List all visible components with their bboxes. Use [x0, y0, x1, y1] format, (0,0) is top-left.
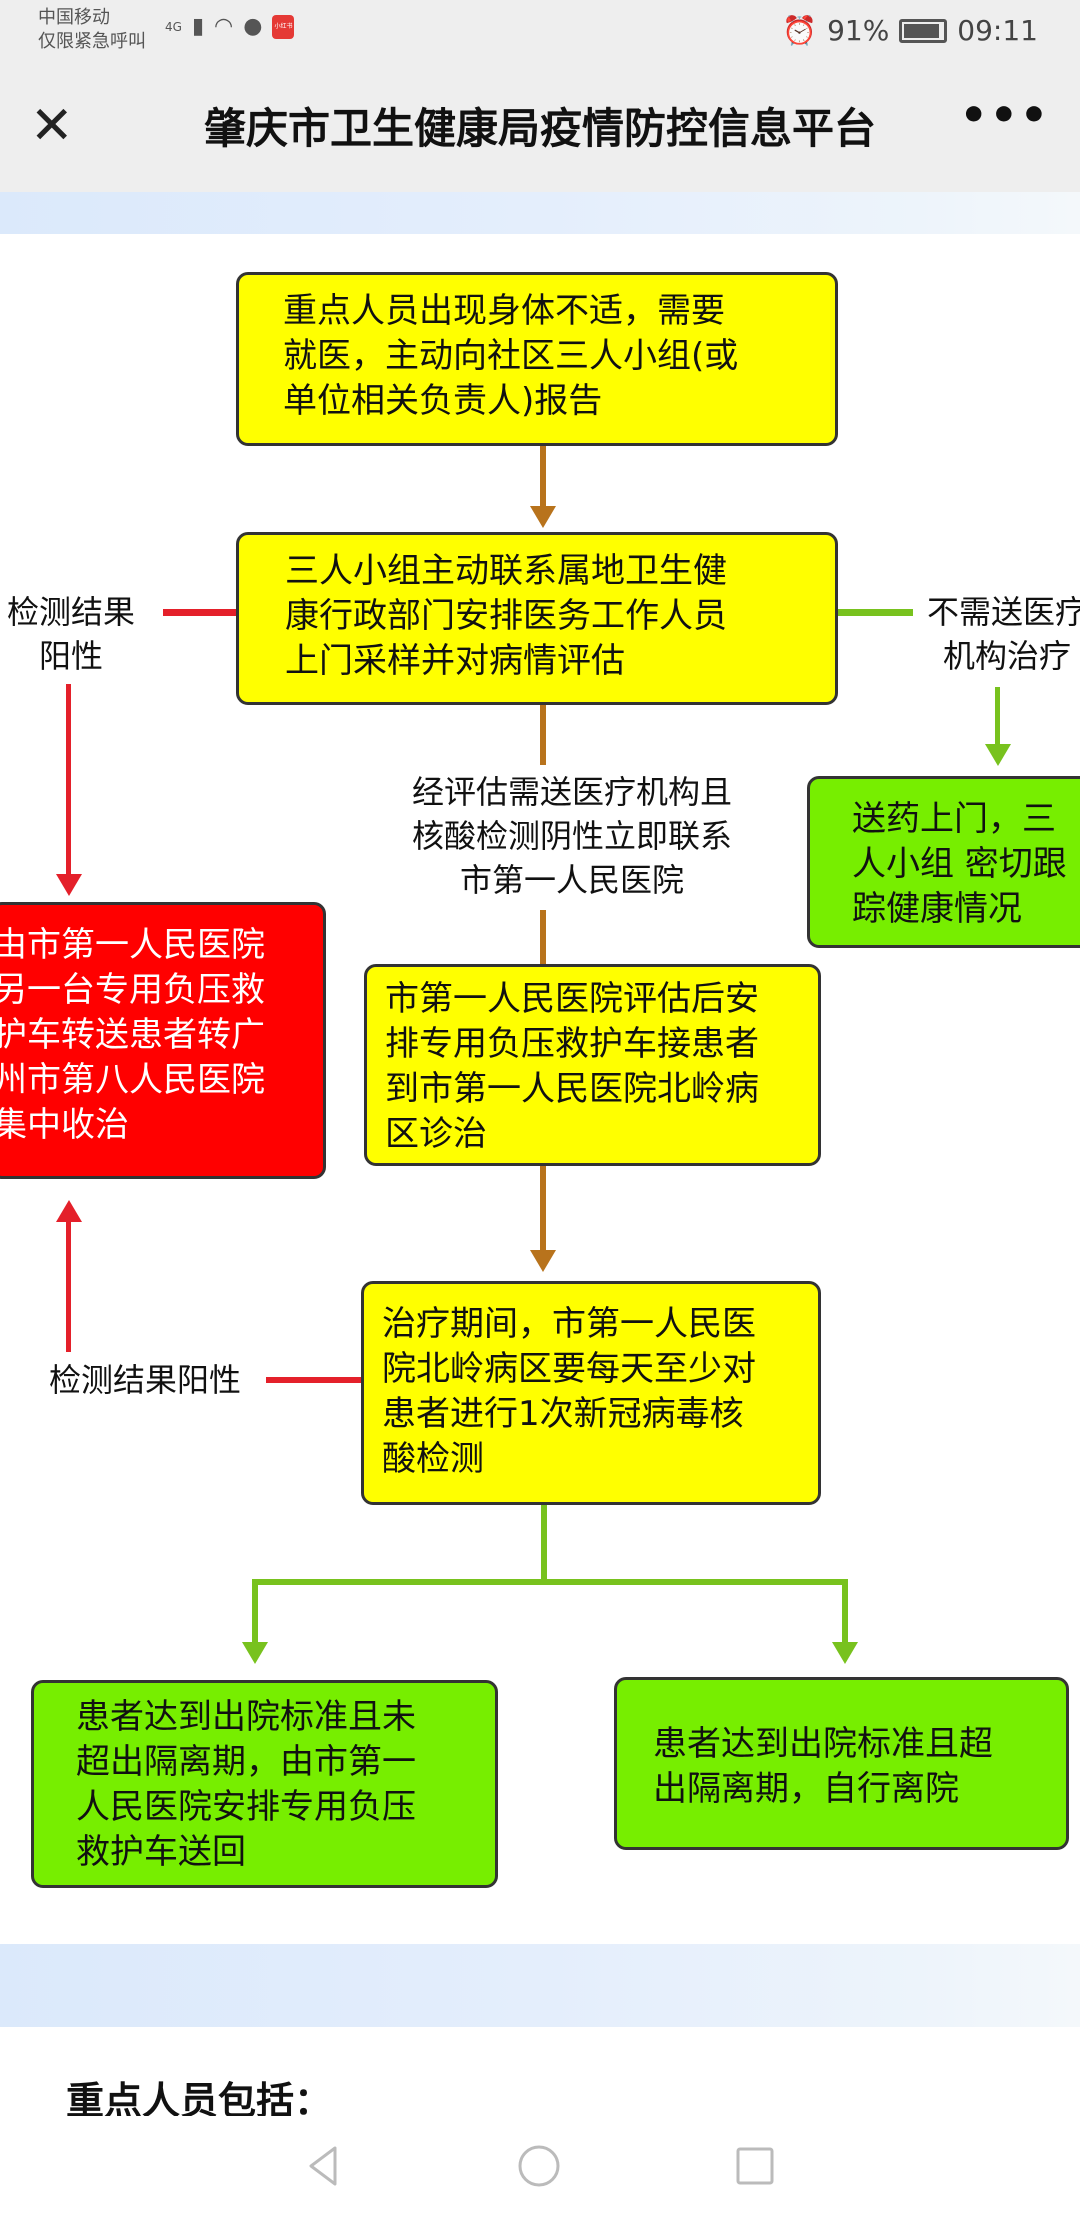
carrier-status: 仅限紧急呼叫	[38, 31, 146, 52]
section-heading: 重点人员包括：	[66, 2079, 333, 2116]
positive-label: 检测结果 阳性	[6, 593, 135, 675]
positive-line	[163, 609, 236, 616]
arrow-line	[540, 1166, 546, 1252]
home-care-box: 送药上门，三 人小组 密切跟 踪健康情况	[807, 776, 1080, 948]
arrow-head	[832, 1642, 858, 1664]
app-notification-icon: 小红书	[272, 14, 295, 39]
discharge-self-box: 患者达到出院标准且超 出隔离期，自行离院	[614, 1677, 1069, 1850]
box-text: 人民医院安排专用负压	[76, 1787, 416, 1827]
box-text: 到市第一人民医院北岭病	[385, 1069, 759, 1109]
arrow-line	[842, 1579, 848, 1645]
arrow-head	[56, 874, 82, 896]
status-icons: 4G ▮ ◠ ● 小红书	[165, 14, 295, 39]
arrow-line	[540, 446, 546, 510]
banner-strip	[0, 1944, 1080, 2027]
wifi-icon: ◠	[214, 14, 234, 39]
arrow-line	[540, 910, 546, 970]
box-text: 康行政部门安排医务工作人员	[285, 596, 727, 636]
box-text: 就医，主动向社区三人小组(或	[283, 336, 739, 376]
arrow-line	[66, 684, 71, 876]
discharge-ambulance-box: 患者达到出院标准且未 超出隔离期，由市第一 人民医院安排专用负压 救护车送回	[31, 1680, 498, 1888]
carrier-name: 中国移动	[38, 7, 110, 28]
status-bar: 中国移动 仅限紧急呼叫 4G ▮ ◠ ● 小红书 ⏰ 91% 09:11	[0, 0, 1080, 60]
box-text: 集中收治	[0, 1105, 129, 1145]
arrow-line	[252, 1579, 258, 1645]
box-text: 另一台专用负压救	[0, 970, 265, 1010]
carrier: 中国移动 仅限紧急呼叫	[38, 6, 146, 54]
box-text: 治疗期间，市第一人民医	[382, 1304, 756, 1344]
branch-line	[252, 1579, 848, 1585]
page-title: 肇庆市卫生健康局疫情防控信息平台	[203, 104, 876, 153]
wechat-icon: ●	[243, 14, 263, 39]
no-hospital-label: 不需送医疗 机构治疗	[926, 593, 1080, 675]
alarm-icon: ⏰	[782, 14, 818, 47]
box-text: 排专用负压救护车接患者	[385, 1024, 759, 1064]
banner-strip	[0, 192, 1080, 234]
arrow-head	[530, 506, 556, 528]
battery-percent: 91%	[827, 14, 890, 47]
arrow-line	[995, 687, 1000, 747]
arrow-head	[530, 1250, 556, 1272]
box-text: 重点人员出现身体不适，需要	[283, 291, 725, 331]
box-text: 超出隔离期，由市第一	[76, 1742, 416, 1782]
box-text: 患者达到出院标准且未	[76, 1697, 416, 1737]
box-text: 三人小组主动联系属地卫生健	[285, 551, 727, 591]
box-text: 州市第八人民医院	[0, 1060, 265, 1100]
step-report-box: 重点人员出现身体不适，需要 就医，主动向社区三人小组(或 单位相关负责人)报告	[236, 272, 838, 446]
box-text: 人小组 密切跟	[852, 844, 1067, 884]
arrow-line	[541, 1505, 547, 1585]
battery-icon	[899, 18, 948, 43]
back-icon[interactable]	[301, 2144, 345, 2188]
box-text: 踪健康情况	[852, 889, 1022, 929]
box-text: 上门采样并对病情评估	[285, 641, 625, 681]
box-text: 市第一人民医院评估后安	[385, 979, 759, 1019]
box-text: 出隔离期，自行离院	[653, 1769, 959, 1809]
close-icon[interactable]: ✕	[30, 96, 74, 156]
no-hospital-line	[838, 609, 913, 616]
box-text: 区诊治	[385, 1114, 487, 1154]
transfer-guangzhou-box: 由市第一人民医院 另一台专用负压救 护车转送患者转广 州市第八人民医院 集中收治	[0, 902, 326, 1179]
arrow-head	[985, 744, 1011, 766]
box-text: 酸检测	[382, 1439, 484, 1479]
box-text: 患者进行1次新冠病毒核	[382, 1394, 744, 1434]
box-text: 救护车送回	[76, 1832, 246, 1872]
arrow-line	[540, 705, 546, 765]
hospital-criteria-label: 经评估需送医疗机构且 核酸检测阴性立即联系 市第一人民医院	[411, 773, 732, 899]
clock: 09:11	[957, 14, 1038, 47]
positive-line	[266, 1377, 361, 1383]
arrow-line	[66, 1220, 71, 1352]
box-text: 患者达到出院标准且超	[653, 1724, 993, 1764]
title-bar: ✕ 肇庆市卫生健康局疫情防控信息平台 •••	[0, 60, 1080, 192]
step-sampling-box: 三人小组主动联系属地卫生健 康行政部门安排医务工作人员 上门采样并对病情评估	[236, 532, 838, 705]
box-text: 由市第一人民医院	[0, 925, 265, 965]
box-text: 送药上门，三	[852, 799, 1056, 839]
home-icon[interactable]	[517, 2144, 561, 2188]
positive-label: 检测结果阳性	[48, 1361, 241, 1399]
recents-icon[interactable]	[733, 2144, 777, 2188]
step-treatment-box: 治疗期间，市第一人民医 院北岭病区要每天至少对 患者进行1次新冠病毒核 酸检测	[361, 1281, 821, 1505]
box-text: 院北岭病区要每天至少对	[382, 1349, 756, 1389]
signal-bars-icon: ▮	[191, 14, 205, 39]
status-right: ⏰ 91% 09:11	[782, 14, 1038, 47]
signal-icon: 4G	[165, 19, 182, 34]
step-admission-box: 市第一人民医院评估后安 排专用负压救护车接患者 到市第一人民医院北岭病 区诊治	[364, 964, 821, 1166]
navigation-bar	[0, 2130, 1080, 2220]
box-text: 单位相关负责人)报告	[283, 381, 603, 421]
arrow-head	[242, 1642, 268, 1664]
box-text: 护车转送患者转广	[0, 1015, 265, 1055]
more-icon[interactable]: •••	[959, 90, 1050, 141]
arrow-head	[56, 1200, 82, 1222]
